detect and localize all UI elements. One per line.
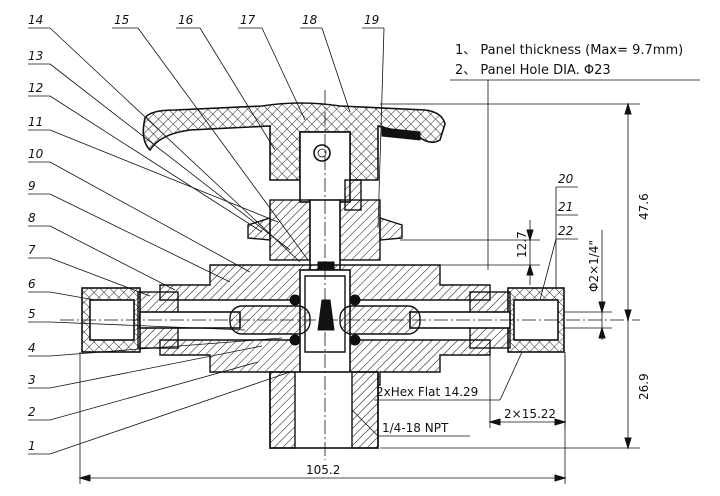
label-13: 13 — [28, 49, 43, 63]
label-7: 7 — [28, 243, 36, 257]
dim-overall-length: 105.2 — [306, 463, 340, 477]
dim-height-lower: 26.9 — [637, 373, 651, 400]
label-12: 12 — [28, 81, 43, 95]
dim-thread: 1/4-18 NPT — [382, 421, 449, 435]
label-20: 20 — [558, 172, 574, 186]
label-22: 22 — [558, 224, 573, 238]
label-18: 18 — [302, 13, 318, 27]
label-17: 17 — [240, 13, 256, 27]
label-10: 10 — [28, 147, 44, 161]
note-panel-hole: 2、 Panel Hole DIA. Φ23 — [455, 63, 611, 78]
dim-tube-dia: Φ2×1/4" — [587, 240, 601, 292]
note-panel-thickness: 1、 Panel thickness (Max= 9.7mm) — [455, 43, 683, 58]
label-8: 8 — [28, 211, 36, 225]
label-2: 2 — [28, 405, 36, 419]
dimensions: 105.2 47.6 26.9 12.7 Φ2×1/4" 2xHex Flat … — [78, 102, 651, 484]
label-5: 5 — [28, 307, 36, 321]
label-9: 9 — [28, 179, 36, 193]
label-11: 11 — [28, 115, 43, 129]
label-1: 1 — [28, 439, 36, 453]
lower-port — [269, 371, 379, 449]
dim-hex-flat: 2xHex Flat 14.29 — [376, 385, 478, 399]
label-3: 3 — [28, 373, 36, 387]
label-14: 14 — [28, 13, 43, 27]
dim-panel: 12.7 — [515, 231, 529, 258]
part-labels: 14 13 12 11 10 9 8 7 6 5 4 3 2 1 15 16 1… — [28, 13, 578, 455]
dim-flat-spacing: 2×15.22 — [504, 407, 556, 421]
label-15: 15 — [114, 13, 129, 27]
label-19: 19 — [364, 13, 379, 27]
label-4: 4 — [28, 341, 36, 355]
label-6: 6 — [28, 277, 36, 291]
dim-height-upper: 47.6 — [637, 193, 651, 220]
label-16: 16 — [178, 13, 194, 27]
handle — [142, 102, 446, 211]
label-21: 21 — [558, 200, 573, 214]
